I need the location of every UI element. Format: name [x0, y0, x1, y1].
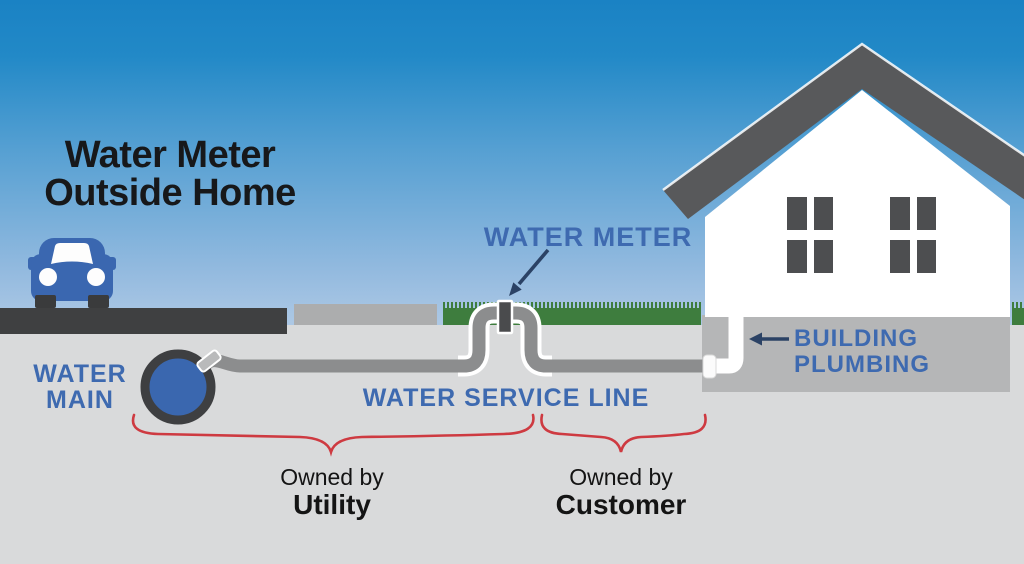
main-connector — [196, 349, 222, 373]
sidewalk — [294, 304, 437, 325]
car-headlight-right — [87, 268, 105, 286]
grass-strip-right — [1012, 302, 1024, 325]
water-meter-arrow — [517, 248, 550, 286]
customer-brace — [540, 413, 707, 453]
water-meter-label: WATER METER — [483, 222, 693, 252]
house-roof — [663, 44, 1024, 219]
annotation-arrows — [509, 248, 789, 346]
car-headlight-left — [39, 268, 57, 286]
water-main-icon — [140, 349, 222, 425]
road — [0, 308, 287, 334]
roof-edge-highlight — [662, 42, 1024, 192]
water-meter-icon — [496, 299, 514, 335]
title-line-1: Water Meter — [64, 134, 276, 176]
pipe-coupling — [702, 354, 717, 379]
owned-by-utility-label: Owned by Utility — [280, 464, 384, 520]
diagram-title: Water Meter Outside Home — [22, 136, 318, 212]
building-plumbing-label: BUILDING PLUMBING — [794, 325, 930, 378]
car-wheel-left — [35, 295, 56, 308]
water-main-label: WATER MAIN — [33, 360, 127, 414]
utility-brace — [131, 413, 535, 457]
building-plumbing-pipe — [710, 316, 744, 374]
house-icon — [662, 42, 1024, 392]
car-wheel-right — [88, 295, 109, 308]
car-windshield — [51, 243, 93, 264]
water-service-line-label: WATER SERVICE LINE — [362, 384, 650, 412]
car-icon — [28, 238, 116, 308]
water-service-line-pipe — [197, 302, 706, 377]
house-windows — [787, 197, 936, 273]
ownership-braces — [131, 413, 707, 457]
title-line-2: Outside Home — [44, 172, 296, 214]
owned-by-customer-label: Owned by Customer — [555, 464, 687, 520]
house-foundation — [702, 315, 1010, 392]
